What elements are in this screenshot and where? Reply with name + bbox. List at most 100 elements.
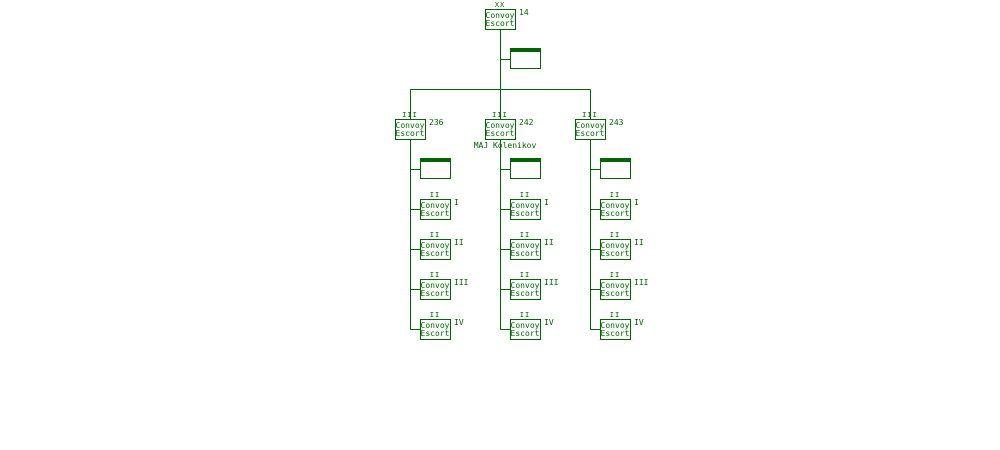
unit-box bbox=[420, 319, 451, 340]
unit-number: I bbox=[634, 198, 639, 207]
unit-label-line1: Convoy bbox=[486, 121, 515, 130]
regiment-commander: MAJ Kolenikov bbox=[474, 141, 537, 150]
unit-number: II bbox=[634, 238, 644, 247]
unit-number: III bbox=[544, 278, 559, 287]
unit-label-line1: Convoy bbox=[576, 121, 605, 130]
echelon-marker: III bbox=[402, 111, 418, 119]
unit-label-line2: Escort bbox=[421, 329, 450, 338]
echelon-marker: II bbox=[430, 311, 440, 319]
echelon-marker: II bbox=[610, 231, 620, 239]
unit-label-line2: Escort bbox=[601, 209, 630, 218]
echelon-marker: III bbox=[492, 111, 508, 119]
unit-label-line2: Escort bbox=[511, 289, 540, 298]
hq-bar bbox=[510, 48, 541, 52]
unit-number: I bbox=[454, 198, 459, 207]
division-hq[interactable] bbox=[510, 48, 541, 69]
unit-label-line2: Escort bbox=[486, 129, 515, 138]
unit-box bbox=[510, 319, 541, 340]
unit-label-line1: Convoy bbox=[511, 281, 540, 290]
unit-label-line1: Convoy bbox=[486, 11, 515, 20]
unit-label-line2: Escort bbox=[511, 329, 540, 338]
unit-label-line1: Convoy bbox=[601, 201, 630, 210]
hq-bar bbox=[420, 158, 451, 162]
unit-box bbox=[600, 319, 631, 340]
unit-box bbox=[575, 119, 606, 140]
unit-number: 14 bbox=[519, 8, 529, 17]
unit-number: 236 bbox=[429, 118, 444, 127]
unit-label-line1: Convoy bbox=[511, 201, 540, 210]
echelon-marker: XX bbox=[495, 1, 505, 9]
echelon-marker: II bbox=[430, 231, 440, 239]
echelon-marker: II bbox=[610, 311, 620, 319]
hq-bar bbox=[600, 158, 631, 162]
unit-label-line1: Convoy bbox=[511, 321, 540, 330]
unit-label-line2: Escort bbox=[511, 249, 540, 258]
unit-box bbox=[600, 199, 631, 220]
echelon-marker: III bbox=[582, 111, 598, 119]
echelon-marker: II bbox=[520, 191, 530, 199]
unit-label-line2: Escort bbox=[601, 249, 630, 258]
unit-box bbox=[510, 199, 541, 220]
unit-box bbox=[420, 239, 451, 260]
unit-label-line1: Convoy bbox=[396, 121, 425, 130]
echelon-marker: II bbox=[520, 311, 530, 319]
unit-label-line2: Escort bbox=[601, 329, 630, 338]
unit-number: 242 bbox=[519, 118, 534, 127]
echelon-marker: II bbox=[520, 271, 530, 279]
unit-box bbox=[395, 119, 426, 140]
echelon-marker: II bbox=[610, 271, 620, 279]
unit-box bbox=[510, 239, 541, 260]
unit-number: II bbox=[454, 238, 464, 247]
unit-label-line2: Escort bbox=[601, 289, 630, 298]
unit-box bbox=[510, 279, 541, 300]
unit-label-line2: Escort bbox=[511, 209, 540, 218]
unit-label-line2: Escort bbox=[486, 19, 515, 28]
unit-box bbox=[485, 119, 516, 140]
unit-label-line2: Escort bbox=[421, 209, 450, 218]
unit-label-line2: Escort bbox=[421, 289, 450, 298]
echelon-marker: II bbox=[520, 231, 530, 239]
unit-label-line1: Convoy bbox=[601, 281, 630, 290]
unit-number: IV bbox=[634, 318, 644, 327]
unit-number: III bbox=[634, 278, 649, 287]
unit-number: IV bbox=[544, 318, 554, 327]
unit-number: I bbox=[544, 198, 549, 207]
unit-label-line1: Convoy bbox=[421, 241, 450, 250]
echelon-marker: II bbox=[430, 271, 440, 279]
hq-bar bbox=[510, 158, 541, 162]
unit-number: III bbox=[454, 278, 469, 287]
unit-label-line2: Escort bbox=[396, 129, 425, 138]
unit-box bbox=[420, 199, 451, 220]
unit-box bbox=[600, 279, 631, 300]
unit-label-line2: Escort bbox=[576, 129, 605, 138]
unit-label-line2: Escort bbox=[421, 249, 450, 258]
unit-label-line1: Convoy bbox=[421, 321, 450, 330]
regiment-hq-243[interactable] bbox=[600, 158, 631, 179]
unit-label-line1: Convoy bbox=[601, 241, 630, 250]
echelon-marker: II bbox=[430, 191, 440, 199]
regiment-hq-236[interactable] bbox=[420, 158, 451, 179]
unit-label-line1: Convoy bbox=[601, 321, 630, 330]
regiment-hq-242[interactable] bbox=[510, 158, 541, 179]
unit-label-line1: Convoy bbox=[511, 241, 540, 250]
unit-box bbox=[485, 9, 516, 30]
unit-box bbox=[600, 239, 631, 260]
unit-number: 243 bbox=[609, 118, 624, 127]
